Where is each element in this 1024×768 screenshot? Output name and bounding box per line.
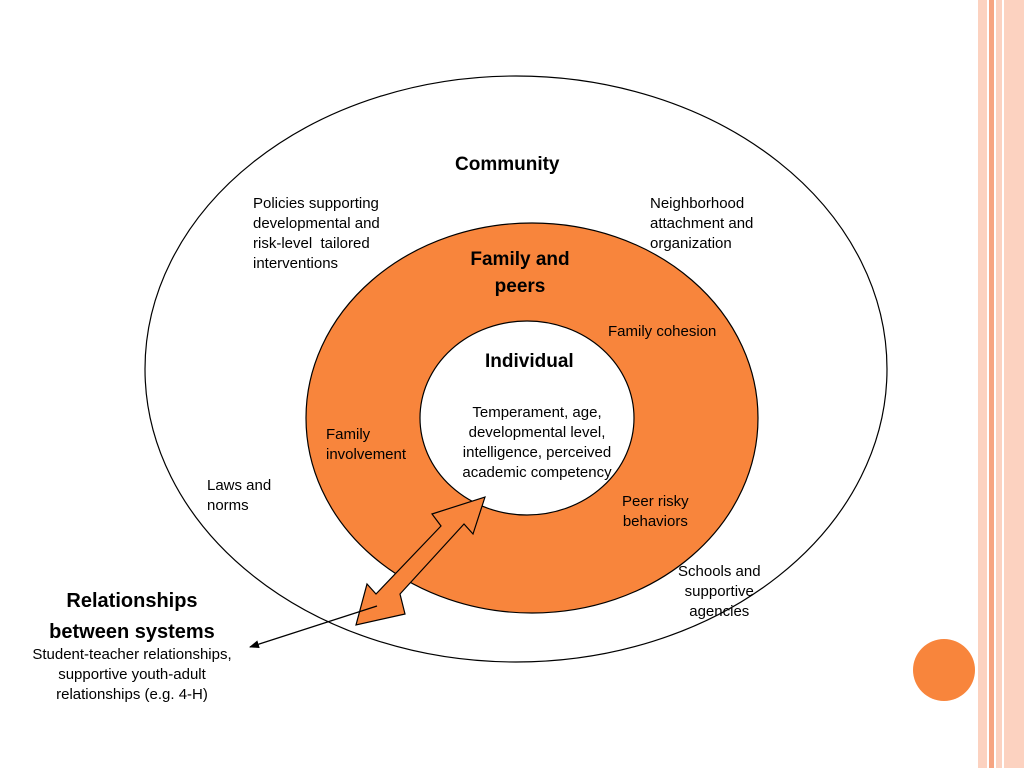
decorative-stripe-2 [989,0,994,768]
family-peers-title: Family and peers [470,249,570,297]
community-schools-label: Schools and supportive agencies [678,563,761,620]
individual-circle [419,320,635,516]
community-title: Community [455,154,560,175]
decorative-stripe-1 [978,0,987,768]
decorative-stripe-3 [996,0,1002,768]
community-neighborhood-label: Neighborhood attachment and organization [650,195,754,252]
decorative-dot [913,639,975,701]
relationships-title: Relationships between systems [49,590,215,643]
peer-risky-behaviors-label: Peer risky behaviors [622,493,689,530]
individual-title: Individual [485,351,574,372]
family-cohesion-label: Family cohesion [608,323,717,340]
community-laws-label: Laws and norms [207,477,272,514]
double-arrow-shape [355,496,486,626]
individual-traits-label: Temperament, age, developmental level, i… [462,404,612,481]
family-involvement-label: Family involvement [326,426,407,463]
decorative-stripe-4 [1004,0,1024,768]
community-policies-label: Policies supporting developmental and ri… [253,195,380,272]
relationships-examples: Student-teacher relationships, supportiv… [32,646,232,703]
pointer-arrow-line [249,605,378,649]
